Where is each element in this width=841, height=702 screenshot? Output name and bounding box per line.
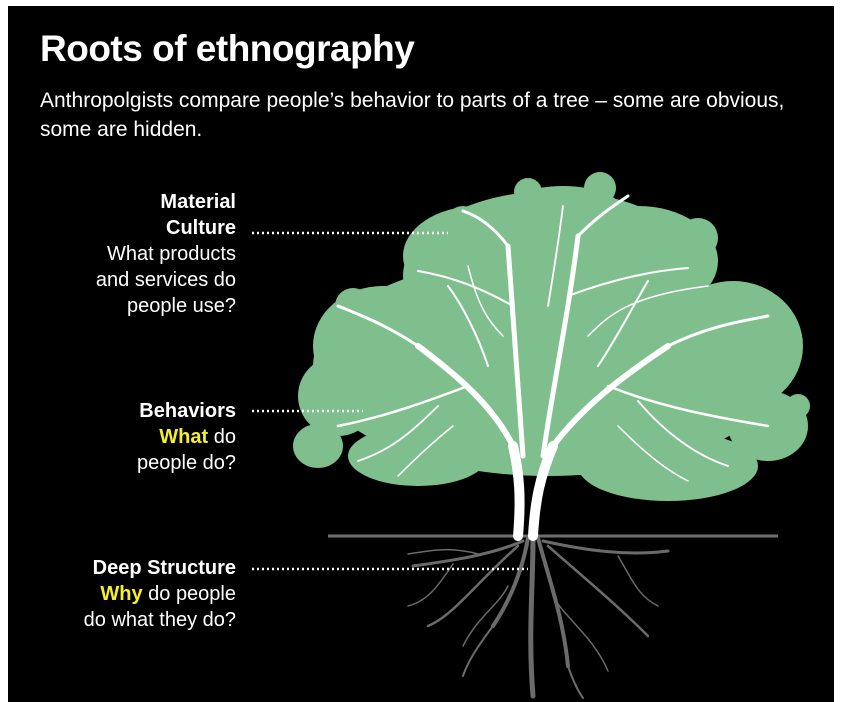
tree-canopy — [293, 172, 810, 501]
material-culture-line-2: and services do — [95, 269, 236, 291]
behaviors-highlight: What — [159, 426, 209, 448]
deep-structure-highlight: Why — [100, 583, 143, 605]
deep-structure-label: Deep Structure Why do people do what the… — [16, 555, 236, 633]
behaviors-line-1-rest: do — [208, 426, 236, 448]
deep-structure-line-2: do what they do? — [83, 609, 236, 631]
material-culture-heading-2: Culture — [166, 217, 236, 239]
tree-roots — [407, 535, 670, 699]
behaviors-line-2: people do? — [137, 452, 236, 474]
behaviors-heading: Behaviors — [139, 400, 236, 422]
material-culture-label: Material Culture What products and servi… — [36, 189, 236, 319]
material-culture-line-1: What products — [107, 243, 236, 265]
material-culture-line-3: people use? — [127, 295, 236, 317]
tree-trunk — [336, 194, 770, 541]
material-culture-heading-1: Material — [160, 191, 236, 213]
leader-lines — [252, 231, 528, 571]
infographic-title: Roots of ethnography — [40, 28, 415, 69]
behaviors-label: Behaviors What do people do? — [36, 398, 236, 476]
infographic-subtitle: Anthropolgists compare people’s behavior… — [40, 89, 785, 141]
behaviors-line-1: What do — [36, 424, 236, 450]
deep-structure-line-1: Why do people — [16, 581, 236, 607]
infographic-panel: Roots of ethnography Anthropolgists comp… — [8, 6, 834, 702]
deep-structure-line-1-rest: do people — [142, 583, 236, 605]
tree-illustration — [252, 172, 810, 699]
deep-structure-heading: Deep Structure — [92, 557, 236, 579]
